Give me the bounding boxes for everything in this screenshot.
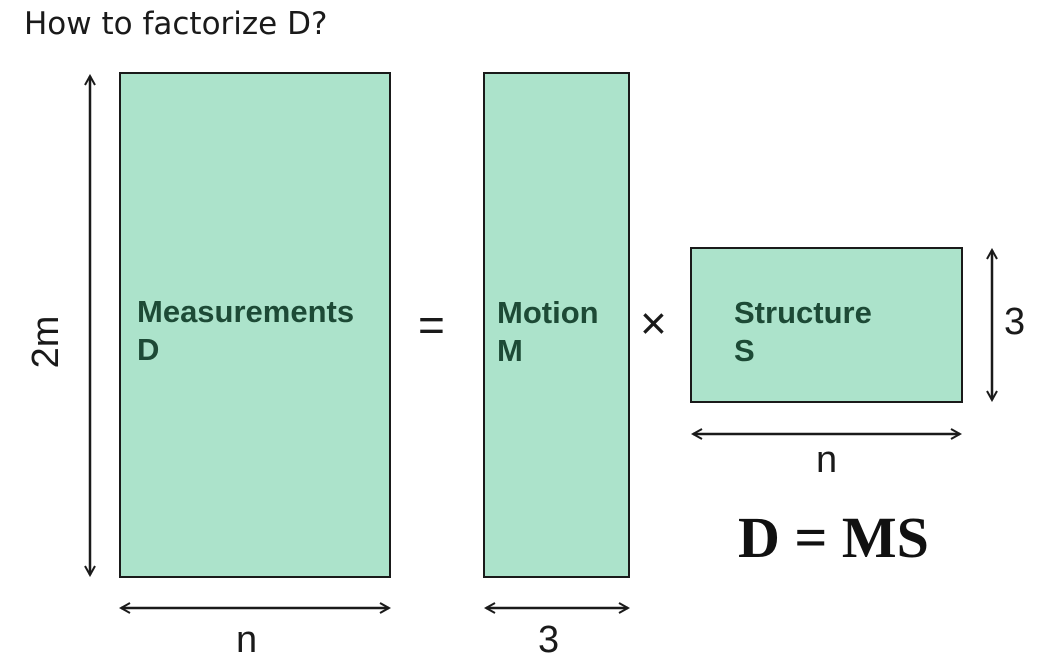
structure-name: Structure xyxy=(734,295,872,330)
s-cols-label: n xyxy=(816,439,838,481)
s-rows-label: 3 xyxy=(1004,301,1026,343)
motion-label: Motion M xyxy=(497,294,599,370)
equals-sign: = xyxy=(418,299,445,351)
d-rows-label: 2m xyxy=(25,315,67,369)
d-cols-label: n xyxy=(236,619,258,661)
times-sign: × xyxy=(640,297,667,349)
measurements-name: Measurements xyxy=(137,294,355,329)
structure-symbol: S xyxy=(734,333,755,368)
measurements-matrix: Measurements D xyxy=(119,72,391,578)
measurements-label: Measurements D xyxy=(137,293,354,369)
measurements-symbol: D xyxy=(137,332,160,367)
factorization-equation: D = MS xyxy=(738,505,929,570)
structure-matrix: Structure S xyxy=(690,247,963,403)
slide-title: How to factorize D? xyxy=(24,6,328,42)
structure-label: Structure S xyxy=(734,294,872,370)
motion-matrix: Motion M xyxy=(483,72,630,578)
motion-symbol: M xyxy=(497,333,523,368)
m-cols-label: 3 xyxy=(538,619,560,661)
motion-name: Motion xyxy=(497,295,599,330)
